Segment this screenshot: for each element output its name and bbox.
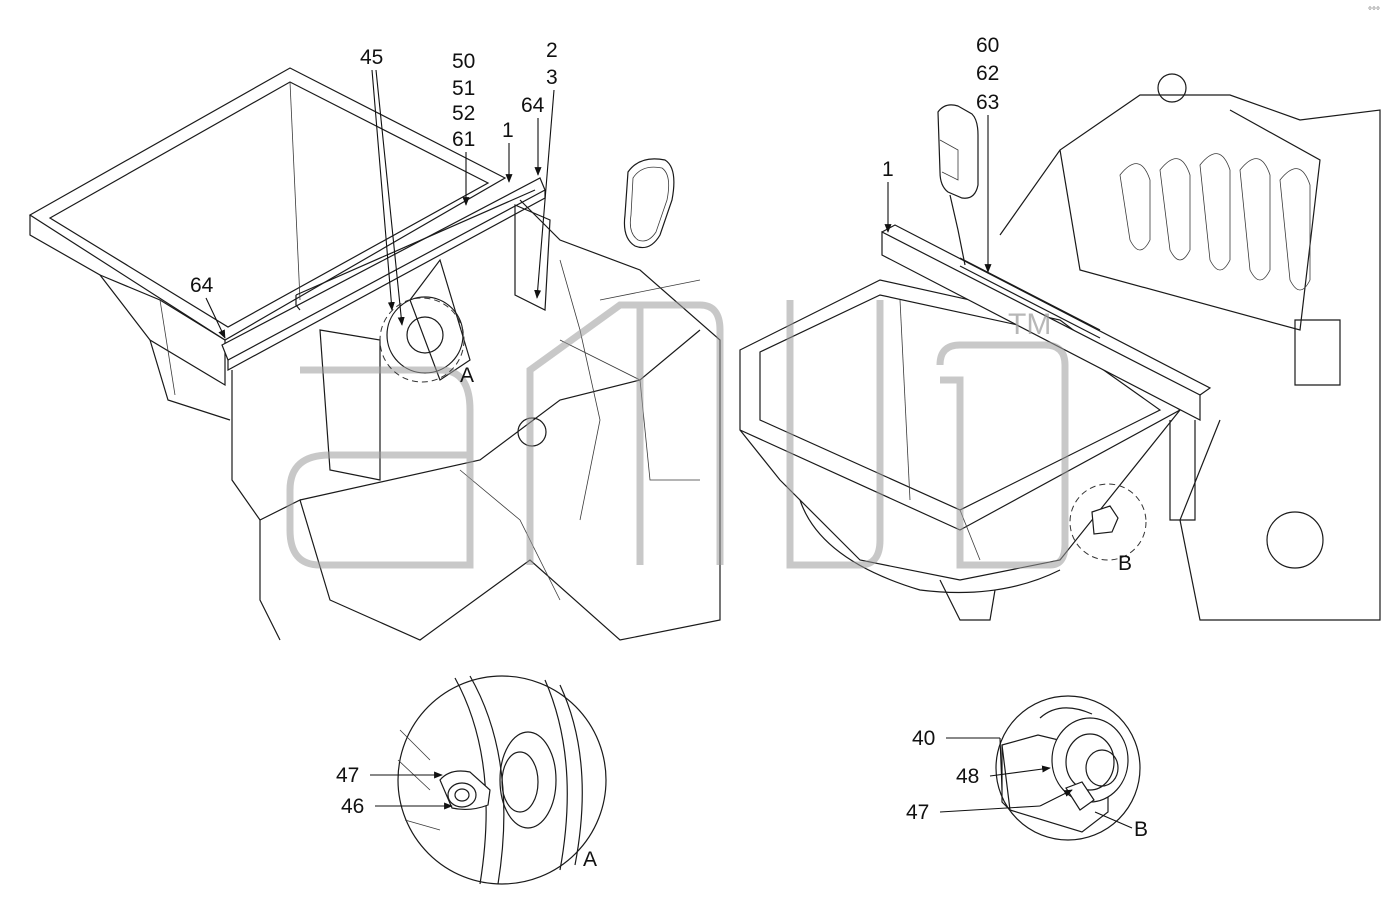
detail-b-callout-40: 40 <box>912 727 935 750</box>
left-assembly-view <box>28 67 721 641</box>
corner-mark: °°° <box>1368 6 1380 17</box>
hopper-left <box>28 67 507 421</box>
callout-45: 45 <box>360 46 383 69</box>
left-callouts: 45 50 51 52 61 1 64 2 3 64 A <box>190 39 558 387</box>
callout-62: 62 <box>976 62 999 85</box>
mirror-left <box>623 158 675 249</box>
detail-b-title: B <box>1134 818 1148 841</box>
callout-2: 2 <box>546 39 558 62</box>
callout-B-marker: B <box>1118 552 1132 575</box>
chassis-left <box>231 199 721 641</box>
mirror-right <box>937 104 979 266</box>
callout-64-top: 64 <box>521 94 545 117</box>
detail-b: 40 48 47 B <box>906 695 1148 841</box>
right-callouts: 60 62 63 1 B <box>882 34 1147 575</box>
callout-51: 51 <box>452 77 475 100</box>
beam-right <box>881 224 1212 521</box>
watermark-tm: TM <box>1008 308 1051 341</box>
watermark: TM <box>286 300 1069 569</box>
callout-1-left: 1 <box>502 119 514 142</box>
detail-a-callout-46: 46 <box>341 795 364 818</box>
callout-1-right: 1 <box>882 158 894 181</box>
callout-64-left: 64 <box>190 274 214 297</box>
detail-a: 47 46 A <box>336 675 607 885</box>
callout-50: 50 <box>452 50 475 73</box>
detail-a-title: A <box>583 848 597 871</box>
callout-60: 60 <box>976 34 999 57</box>
callout-63: 63 <box>976 91 999 114</box>
right-assembly-view <box>739 73 1381 621</box>
detail-b-callout-48: 48 <box>956 765 979 788</box>
engine-housing-right <box>999 73 1381 621</box>
callout-61: 61 <box>452 128 475 151</box>
callout-A-marker: A <box>460 364 474 387</box>
callout-52: 52 <box>452 102 475 125</box>
detail-b-callout-47: 47 <box>906 801 929 824</box>
detail-a-callout-47: 47 <box>336 764 359 787</box>
callout-3: 3 <box>546 66 558 89</box>
